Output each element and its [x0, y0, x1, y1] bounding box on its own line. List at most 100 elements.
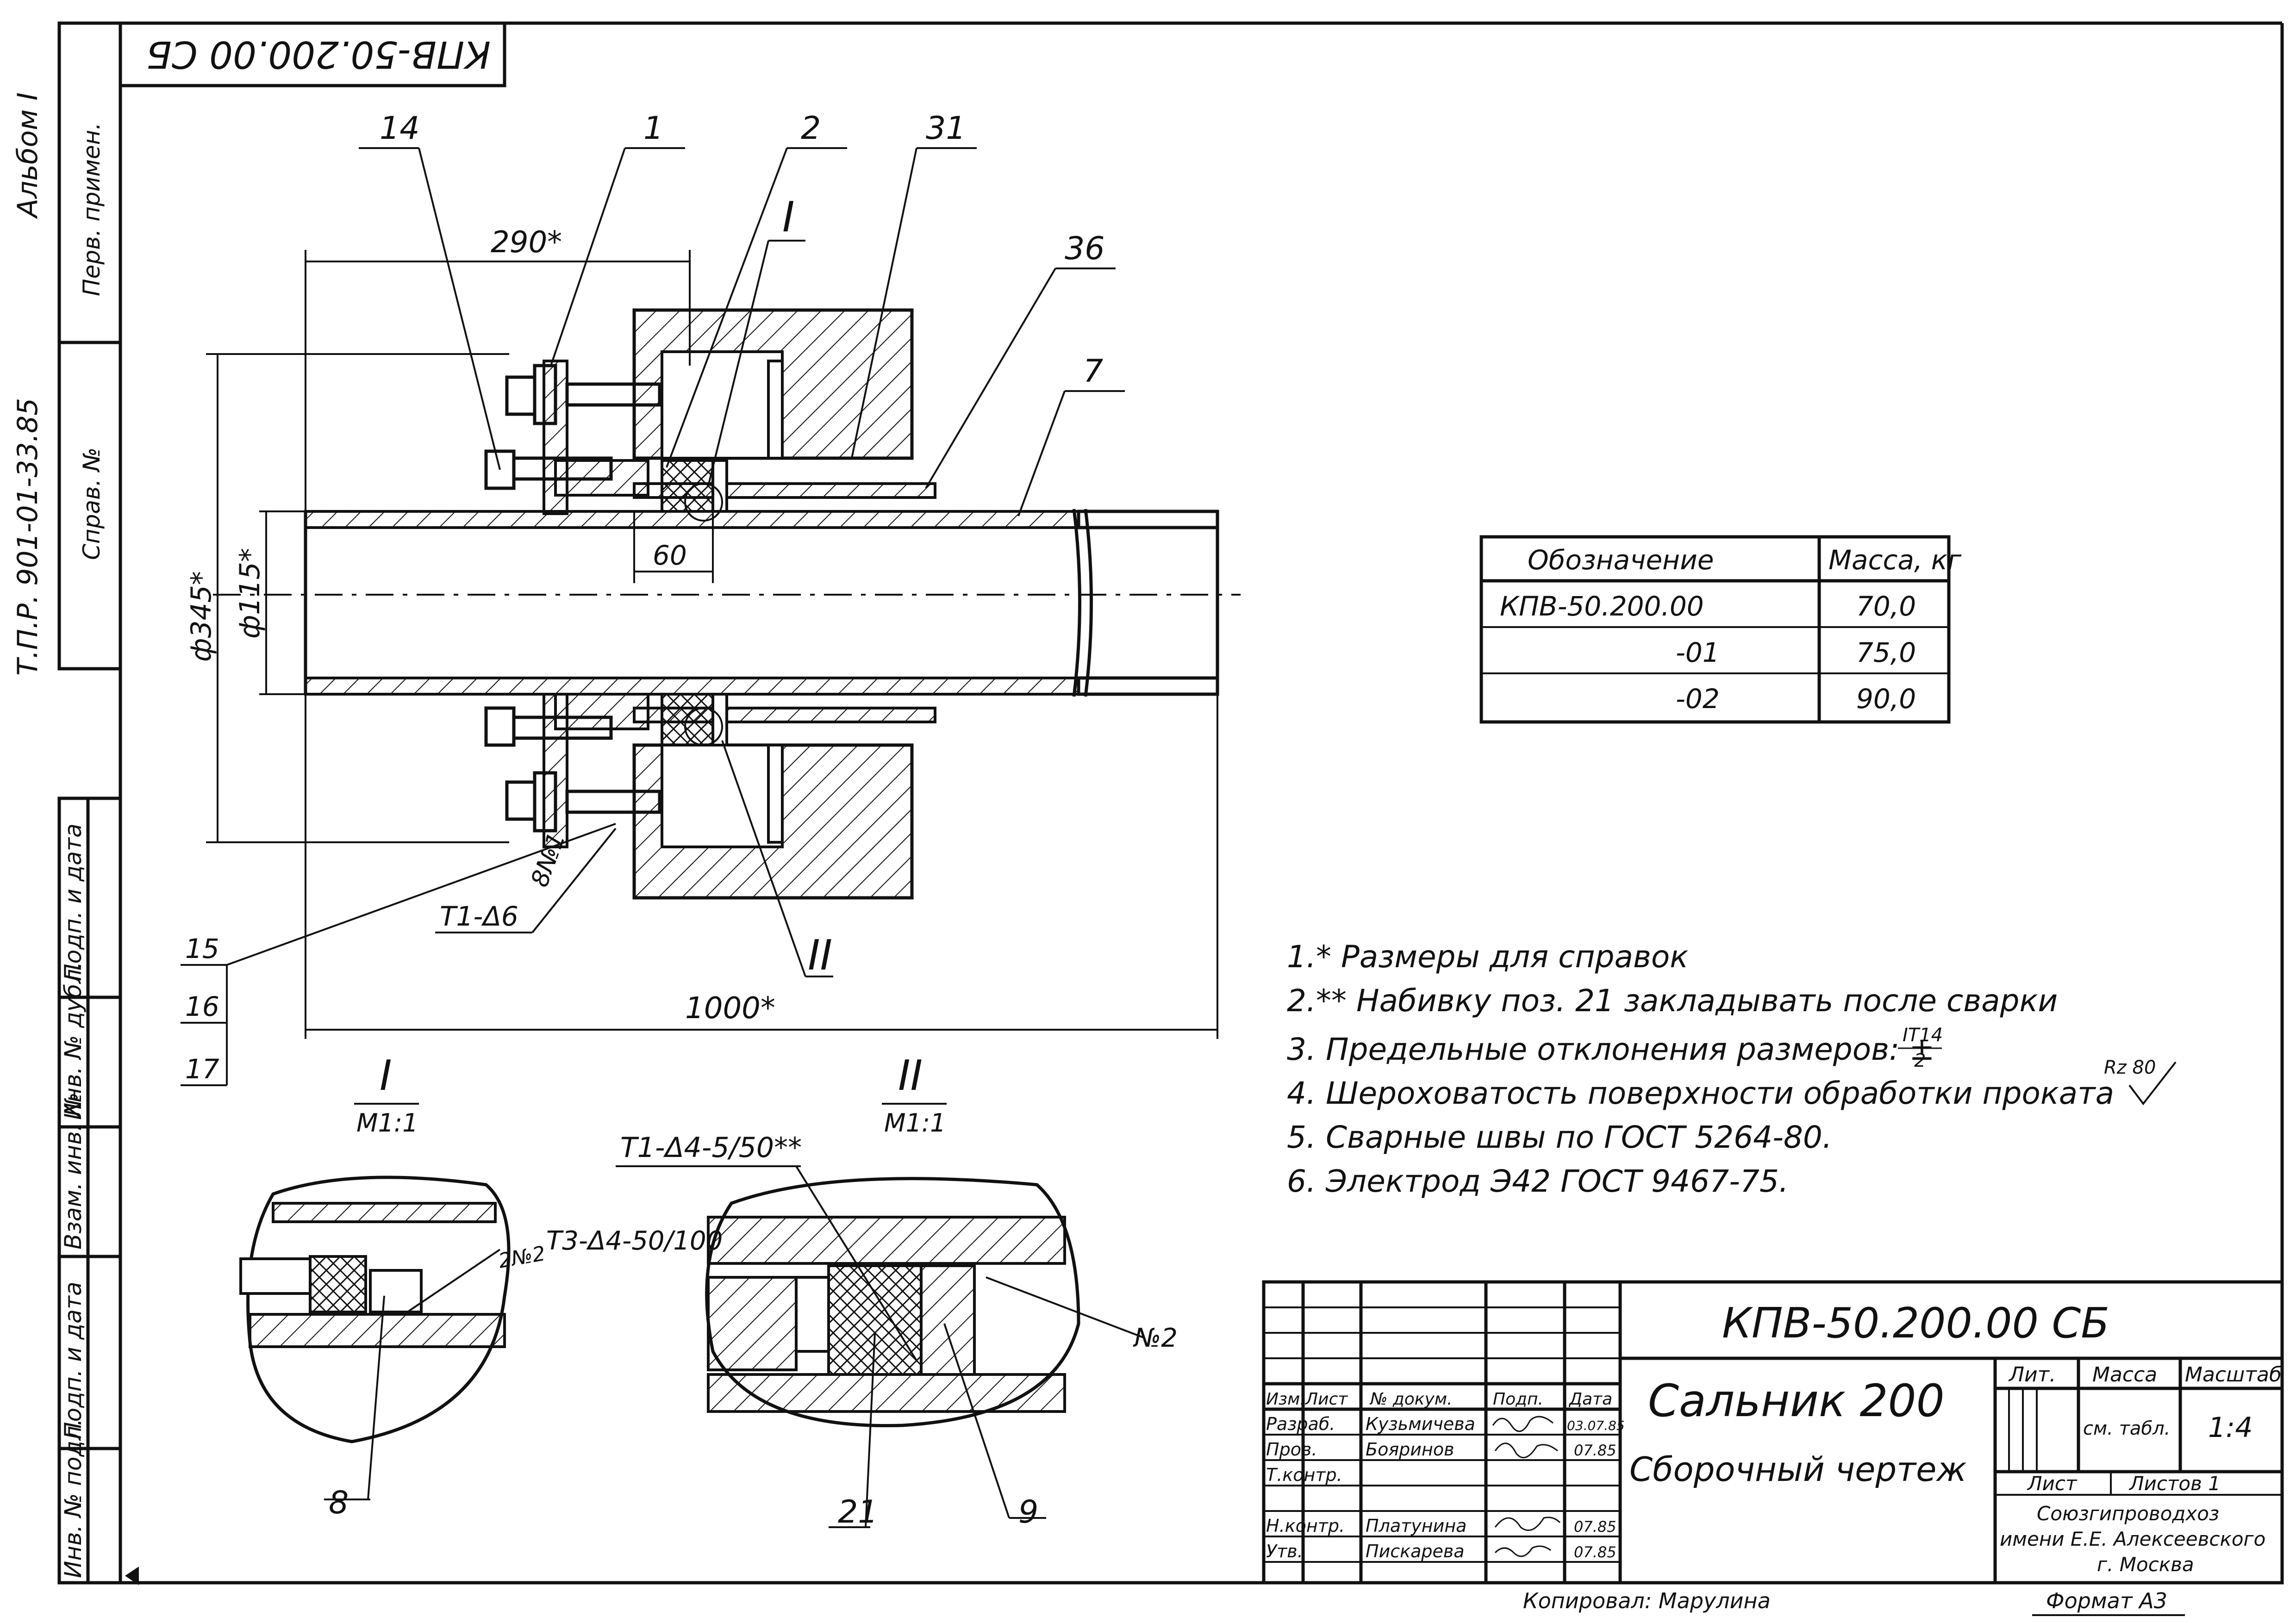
detail-2-label: II — [898, 1051, 923, 1100]
name-razrab: Кузьмичева — [1366, 1414, 1475, 1434]
name-nkontr: Платунина — [1366, 1516, 1466, 1536]
listov-label: Листов 1 — [2128, 1472, 2221, 1495]
pos-17: 17 — [185, 1053, 219, 1085]
drawing-frame — [119, 21, 2284, 1585]
weld-t1-d6: Т1-Δ6 — [440, 901, 518, 932]
role-tkontr: Т.контр. — [1266, 1465, 1342, 1485]
pipe-wall-bottom — [304, 677, 1080, 696]
date-utv: 07.85 — [1574, 1543, 1616, 1561]
org-line-3: г. Москва — [2097, 1553, 2194, 1576]
bolt-top-outer — [505, 364, 661, 425]
detail-1-view — [239, 1175, 511, 1500]
dim-345: ф345* — [185, 571, 218, 662]
corner-arrow-icon — [125, 1567, 139, 1585]
lit-label: Лит. — [2008, 1363, 2056, 1387]
roughness-mark: Rz 80 — [2104, 1057, 2156, 1078]
scale-value: 1:4 — [2208, 1412, 2253, 1444]
dim-60: 60 — [653, 540, 687, 571]
bolt-bottom-outer — [505, 771, 661, 833]
mass-table-row-2-designation: -01 — [1676, 637, 1720, 668]
detail-1-scale: М1:1 — [356, 1108, 418, 1138]
title-block-grid — [1262, 1280, 2284, 1585]
series-label: Т.П.Р. 901-01-33.85 — [12, 398, 44, 676]
format-label: Формат А3 — [2046, 1588, 2167, 1613]
section-mark-II: II — [808, 931, 832, 980]
signature-prov — [1494, 1443, 1558, 1458]
role-razrab: Разраб. — [1266, 1414, 1335, 1434]
weld-t3: Т3-Δ4-50/100 — [546, 1226, 723, 1256]
pos-1: 1 — [643, 110, 663, 147]
signature-razrab — [1492, 1416, 1554, 1432]
mass-table — [1479, 535, 1951, 724]
org-line-1: Союзгипроводхоз — [2037, 1502, 2219, 1525]
dim-290: 290* — [491, 225, 562, 260]
mass-table-header-designation: Обозначение — [1528, 544, 1714, 576]
vzam-inv-label: Взам. инв. № — [60, 1093, 87, 1250]
note-3: 3. Предельные отклонения размеров: ± — [1287, 1032, 1935, 1067]
detail-2-view — [705, 1165, 1144, 1528]
pos-31: 31 — [926, 110, 966, 147]
pos-9: 9 — [1018, 1494, 1038, 1530]
massa-value: см. табл. — [2083, 1418, 2170, 1439]
inv-podl-label: Инв. № подл. — [60, 1418, 87, 1578]
signature-utv — [1494, 1545, 1551, 1557]
name-prov: Бояринов — [1366, 1439, 1454, 1460]
left-margin-strip — [57, 21, 122, 1585]
perv-primen-label: Перв. примен. — [78, 123, 105, 296]
section-mark-I: I — [782, 193, 795, 242]
col-list: Лист — [1304, 1390, 1348, 1409]
col-doc-no: № докум. — [1369, 1390, 1452, 1409]
weld-8n1: 8№1 — [526, 829, 571, 891]
mass-table-row-3-mass: 90,0 — [1856, 683, 1916, 715]
podp-data-label-1: Подп. и дата — [60, 823, 87, 981]
dimension-lines — [206, 250, 1218, 1039]
dim-115: ф115* — [234, 548, 266, 639]
main-assembly-view — [213, 308, 1241, 900]
title-doc-type: Сборочный чертеж — [1629, 1450, 1966, 1489]
podp-data-label-2: Подп. и дата — [60, 1281, 87, 1439]
mass-table-row-1-designation: КПВ-50.200.00 — [1500, 591, 1704, 622]
pos-8: 8 — [329, 1485, 349, 1521]
album-label: Альбом I — [12, 93, 44, 220]
pos-14: 14 — [380, 110, 420, 147]
col-izm: Изм. — [1266, 1390, 1305, 1409]
note-4: 4. Шероховатость поверхности обработки п… — [1287, 1076, 2114, 1111]
role-utv: Утв. — [1266, 1541, 1303, 1561]
note-3-fraction-num: IT14 — [1903, 1025, 1943, 1046]
pos-36: 36 — [1065, 230, 1105, 267]
mass-table-row-1-mass: 70,0 — [1856, 591, 1916, 622]
massa-label: Масса — [2092, 1363, 2157, 1387]
weld-2n2: 2№2 — [497, 1242, 547, 1273]
weld-n2: №2 — [1133, 1323, 1178, 1353]
pos-7: 7 — [1083, 353, 1103, 390]
sprav-no-label: Справ. № — [78, 448, 105, 560]
packing-top — [661, 459, 714, 513]
col-podp: Подп. — [1493, 1390, 1543, 1409]
note-6: 6. Электрод Э42 ГОСТ 9467-75. — [1287, 1163, 1789, 1199]
detail-2-scale: М1:1 — [884, 1108, 946, 1138]
masshtab-label: Масштаб — [2185, 1363, 2282, 1387]
mass-table-row-2-mass: 75,0 — [1856, 637, 1916, 668]
detail-1-label: I — [380, 1051, 392, 1100]
note-5: 5. Сварные швы по ГОСТ 5264-80. — [1287, 1119, 1832, 1155]
note-2: 2.** Набивку поз. 21 закладывать после с… — [1287, 983, 2058, 1019]
inv-dubl-label: Инв. № дубл. — [60, 962, 87, 1120]
rotated-stamp-box — [119, 21, 506, 87]
pos-2: 2 — [801, 110, 821, 147]
mass-table-header-mass: Масса, кг — [1828, 544, 1962, 576]
note-1: 1.* Размеры для справок — [1287, 939, 1688, 975]
date-razrab: 03.07.85 — [1567, 1418, 1625, 1433]
rotated-stamp-code: КПВ-50.200.00 СБ — [146, 33, 491, 76]
col-data: Дата — [1568, 1390, 1612, 1409]
signature-nkontr — [1494, 1517, 1561, 1531]
pos-16: 16 — [185, 991, 219, 1022]
title-name: Сальник 200 — [1648, 1375, 1945, 1427]
role-nkontr: Н.контр. — [1266, 1516, 1345, 1536]
note-3-fraction-den: 2 — [1914, 1050, 1926, 1071]
pos-21: 21 — [838, 1494, 878, 1530]
pipe-wall-top — [304, 510, 1080, 529]
title-code: КПВ-50.200.00 СБ — [1722, 1299, 2109, 1348]
bolt-bottom-inner — [484, 706, 613, 747]
date-nkontr: 07.85 — [1574, 1518, 1616, 1536]
